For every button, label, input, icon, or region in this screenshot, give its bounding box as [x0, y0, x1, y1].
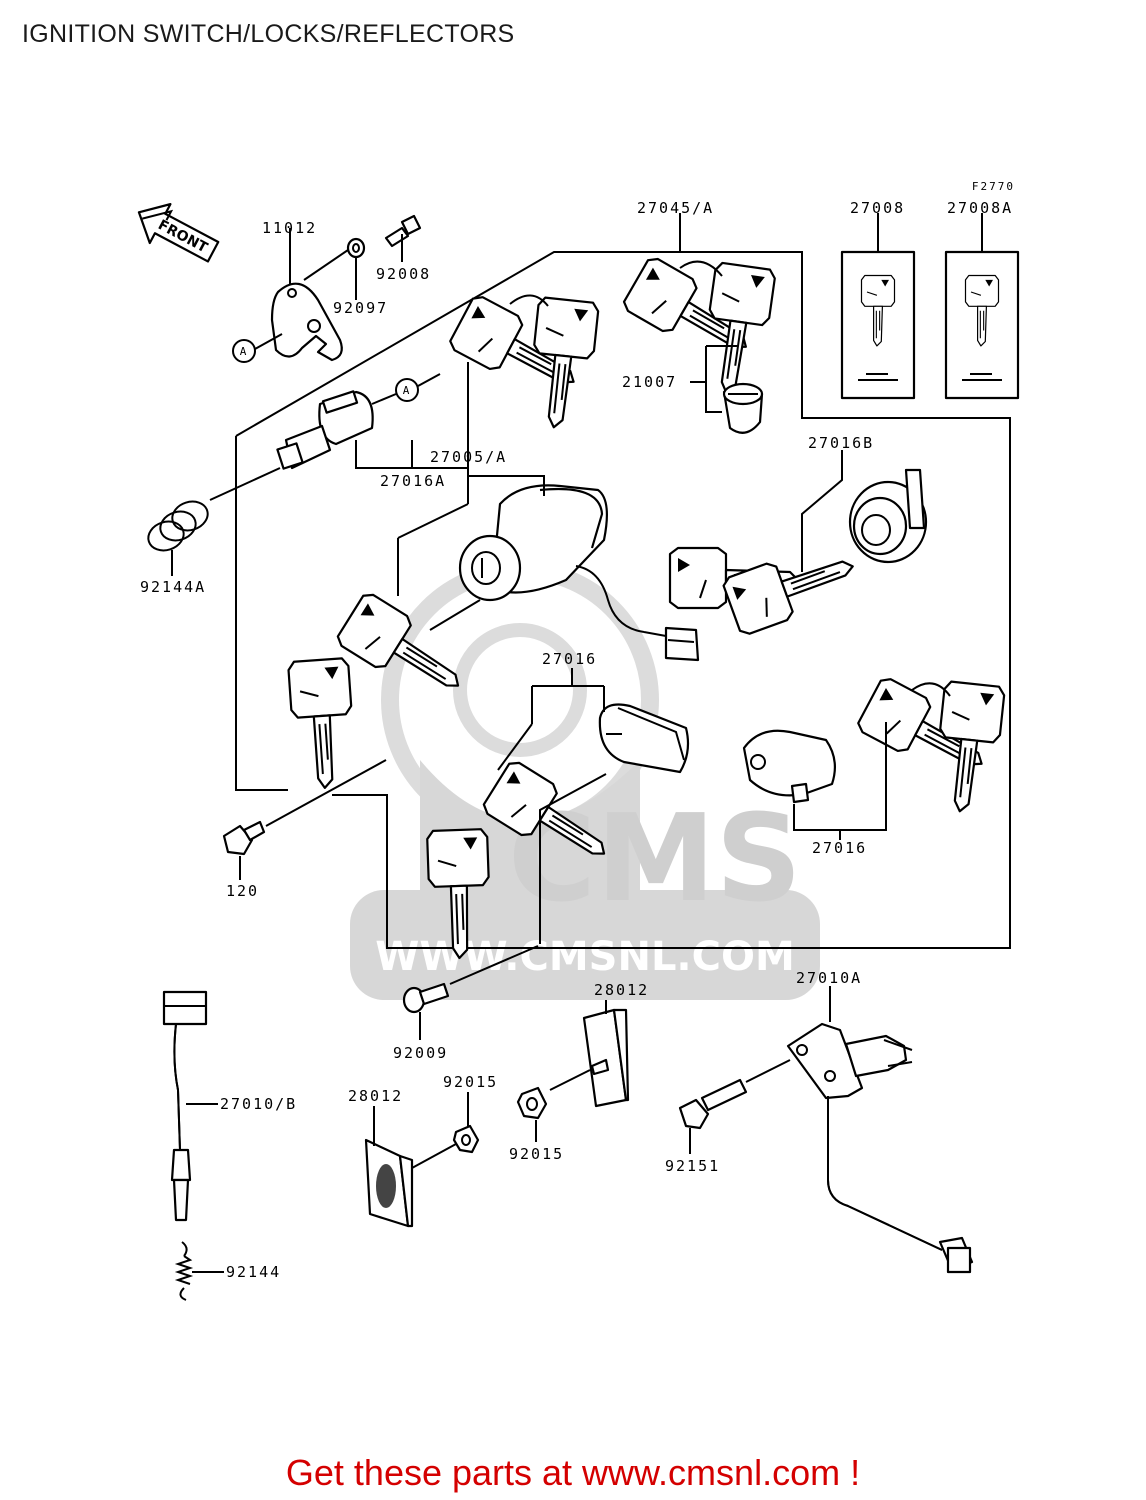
front-arrow-icon: FRONT [137, 203, 220, 263]
lock-27016-center [598, 703, 690, 774]
figure-code: F2770 [972, 180, 1015, 193]
spring-92144 [174, 1241, 194, 1301]
spring-92144a [147, 500, 209, 552]
bolt-92151 [678, 1078, 748, 1130]
reflector-28012-top [582, 1008, 630, 1108]
sensor-27010b [162, 990, 208, 1222]
assembly-frame [235, 251, 1011, 949]
lock-27016-right [742, 729, 837, 804]
label-92015-right: 92015 [509, 1145, 564, 1163]
reflector-28012-bottom [364, 1138, 414, 1228]
label-11012: 11012 [262, 219, 317, 237]
label-92144: 92144 [226, 1263, 281, 1281]
key-set-27016a [446, 292, 601, 432]
label-27016-center: 27016 [542, 650, 597, 668]
ignition-switch-27005a [458, 484, 700, 662]
watermark-url: WWW.CMSNL.COM [375, 934, 795, 980]
nut-92015-right [516, 1086, 548, 1120]
label-27010b: 27010/B [220, 1095, 297, 1113]
label-92008: 92008 [376, 265, 431, 283]
washer-92097 [346, 237, 366, 259]
label-92144a: 92144A [140, 578, 206, 596]
switch-27010a [786, 1022, 974, 1274]
label-27045a: 27045/A [637, 199, 714, 217]
lock-27016b [848, 468, 928, 564]
callout-a-2: A [403, 384, 412, 397]
screw-92009 [402, 982, 450, 1014]
bolt-120 [222, 820, 266, 856]
callout-a-1: A [240, 345, 249, 358]
lock-27016a [276, 390, 374, 470]
label-92151: 92151 [665, 1157, 720, 1175]
label-120: 120 [226, 882, 259, 900]
keycard-27008a [944, 250, 1020, 400]
cap-21007 [722, 382, 764, 434]
label-92097: 92097 [333, 299, 388, 317]
footer-cta[interactable]: Get these parts at www.cmsnl.com ! [285, 1452, 861, 1493]
key-set-27045a [619, 253, 777, 399]
label-27008: 27008 [850, 199, 905, 217]
label-28012-bottom: 28012 [348, 1087, 403, 1105]
label-27016a: 27016A [380, 472, 446, 490]
label-27008a: 27008A [947, 199, 1013, 217]
label-21007: 21007 [622, 373, 677, 391]
label-28012-top: 28012 [594, 981, 649, 999]
label-27016b: 27016B [808, 434, 874, 452]
key-set-27016-right [854, 674, 1007, 816]
nut-92015-left [452, 1124, 480, 1154]
label-92015-left: 92015 [443, 1073, 498, 1091]
label-27010a: 27010A [796, 969, 862, 987]
bolt-92008 [384, 214, 422, 248]
label-92009: 92009 [393, 1044, 448, 1062]
key-set-27016b [668, 535, 864, 638]
page-title: IGNITION SWITCH/LOCKS/REFLECTORS [22, 20, 515, 48]
plate-11012 [270, 282, 343, 362]
keycard-27008 [840, 250, 916, 400]
label-27016-right: 27016 [812, 839, 867, 857]
label-27005a: 27005/A [430, 448, 507, 466]
